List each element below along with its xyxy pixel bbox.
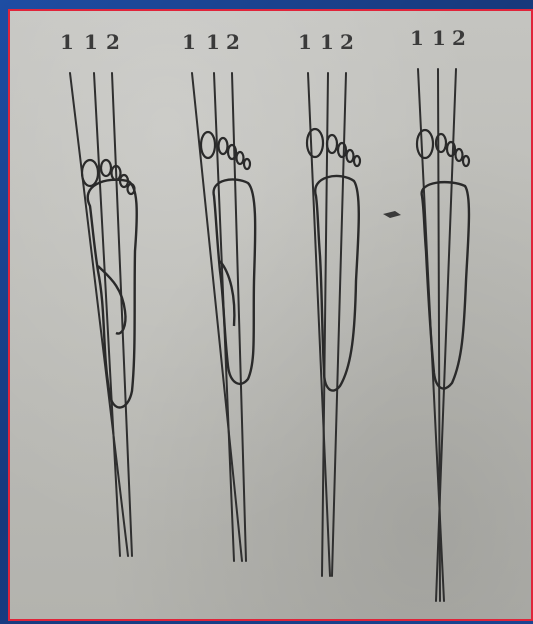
toe-print bbox=[82, 160, 98, 186]
line-label: 2 bbox=[452, 26, 466, 50]
line-label: 1 bbox=[206, 30, 220, 54]
ink-smudge bbox=[383, 211, 401, 218]
footprint-photo: 1 1 2 1 1 2 bbox=[8, 9, 533, 621]
line-label: 1 bbox=[60, 30, 74, 54]
footprint-panel-2: 1 1 2 bbox=[182, 30, 255, 561]
line-label: 2 bbox=[106, 30, 120, 54]
toe-print bbox=[237, 152, 244, 164]
line-label: 2 bbox=[340, 30, 354, 54]
toe-print bbox=[219, 138, 228, 154]
footprint-diagram: 1 1 2 1 1 2 bbox=[10, 11, 531, 619]
toe-print bbox=[456, 149, 463, 161]
line-label: 2 bbox=[226, 30, 240, 54]
axis-line bbox=[94, 73, 120, 556]
toe-print bbox=[244, 159, 250, 169]
toe-print bbox=[307, 129, 323, 157]
line-label: 1 bbox=[410, 26, 424, 50]
foot-outline bbox=[88, 180, 137, 408]
footprint-panel-4: 1 1 2 bbox=[410, 26, 469, 601]
footprint-panel-3: 1 1 2 bbox=[298, 30, 401, 576]
axis-line bbox=[70, 73, 128, 556]
toe-print bbox=[463, 156, 469, 166]
line-label: 1 bbox=[84, 30, 98, 54]
toe-print bbox=[101, 160, 111, 176]
axis-line bbox=[112, 73, 132, 556]
line-label: 1 bbox=[182, 30, 196, 54]
toe-print bbox=[417, 130, 433, 158]
line-label: 1 bbox=[320, 30, 334, 54]
foot-outline bbox=[315, 176, 359, 391]
toe-print bbox=[201, 132, 215, 158]
line-label: 1 bbox=[432, 26, 446, 50]
line-label: 1 bbox=[298, 30, 312, 54]
footprint-panel-1: 1 1 2 bbox=[60, 30, 137, 556]
toe-print bbox=[347, 150, 354, 162]
toe-print bbox=[354, 156, 360, 166]
toe-print bbox=[327, 135, 337, 153]
